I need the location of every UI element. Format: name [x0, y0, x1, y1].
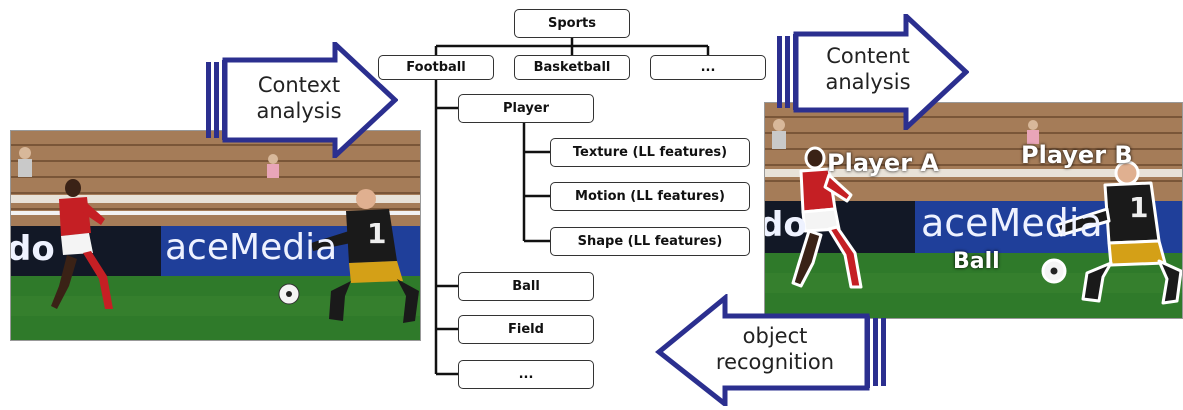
context-analysis-line1: Context	[257, 73, 341, 97]
left-jersey-number: 1	[367, 217, 387, 250]
left-banner-fragment: do	[10, 229, 55, 269]
right-banner-fragment: do	[765, 205, 807, 245]
content-analysis-arrow	[777, 14, 969, 130]
right-segmented-photo: aceMedia do 1 Player A Player B Ball	[764, 102, 1183, 319]
label-ball: Ball	[953, 249, 1000, 274]
node-football: Football	[378, 55, 494, 80]
right-banner-text: aceMedia	[921, 201, 1103, 245]
context-analysis-label: Context analysis	[240, 72, 358, 124]
object-recognition-arrow	[655, 294, 886, 406]
context-analysis-arrow	[206, 42, 398, 158]
node-field: Field	[458, 315, 594, 344]
right-jersey-number: 1	[1129, 191, 1149, 224]
node-sports-more: ...	[650, 55, 766, 80]
node-texture: Texture (LL features)	[550, 138, 750, 167]
node-player: Player	[458, 94, 594, 123]
node-shape: Shape (LL features)	[550, 227, 750, 256]
content-analysis-line2: analysis	[825, 70, 911, 94]
left-photo-scene	[11, 131, 420, 340]
left-soccer-photo: aceMedia do 1	[10, 130, 421, 341]
object-recognition-label: object recognition	[700, 323, 850, 375]
content-analysis-line1: Content	[826, 44, 910, 68]
right-photo-scene	[765, 103, 1182, 318]
left-banner-text: aceMedia	[165, 227, 338, 268]
node-football-more: ...	[458, 360, 594, 389]
object-recognition-line2: recognition	[715, 350, 835, 374]
object-recognition-line1: object	[742, 324, 808, 348]
label-player-a: Player A	[827, 149, 939, 177]
node-basketball: Basketball	[514, 55, 630, 80]
label-player-b: Player B	[1021, 141, 1133, 169]
content-analysis-label: Content analysis	[806, 43, 930, 95]
node-motion: Motion (LL features)	[550, 182, 750, 211]
node-sports: Sports	[514, 9, 630, 38]
node-ball: Ball	[458, 272, 594, 301]
context-analysis-line2: analysis	[256, 99, 342, 123]
